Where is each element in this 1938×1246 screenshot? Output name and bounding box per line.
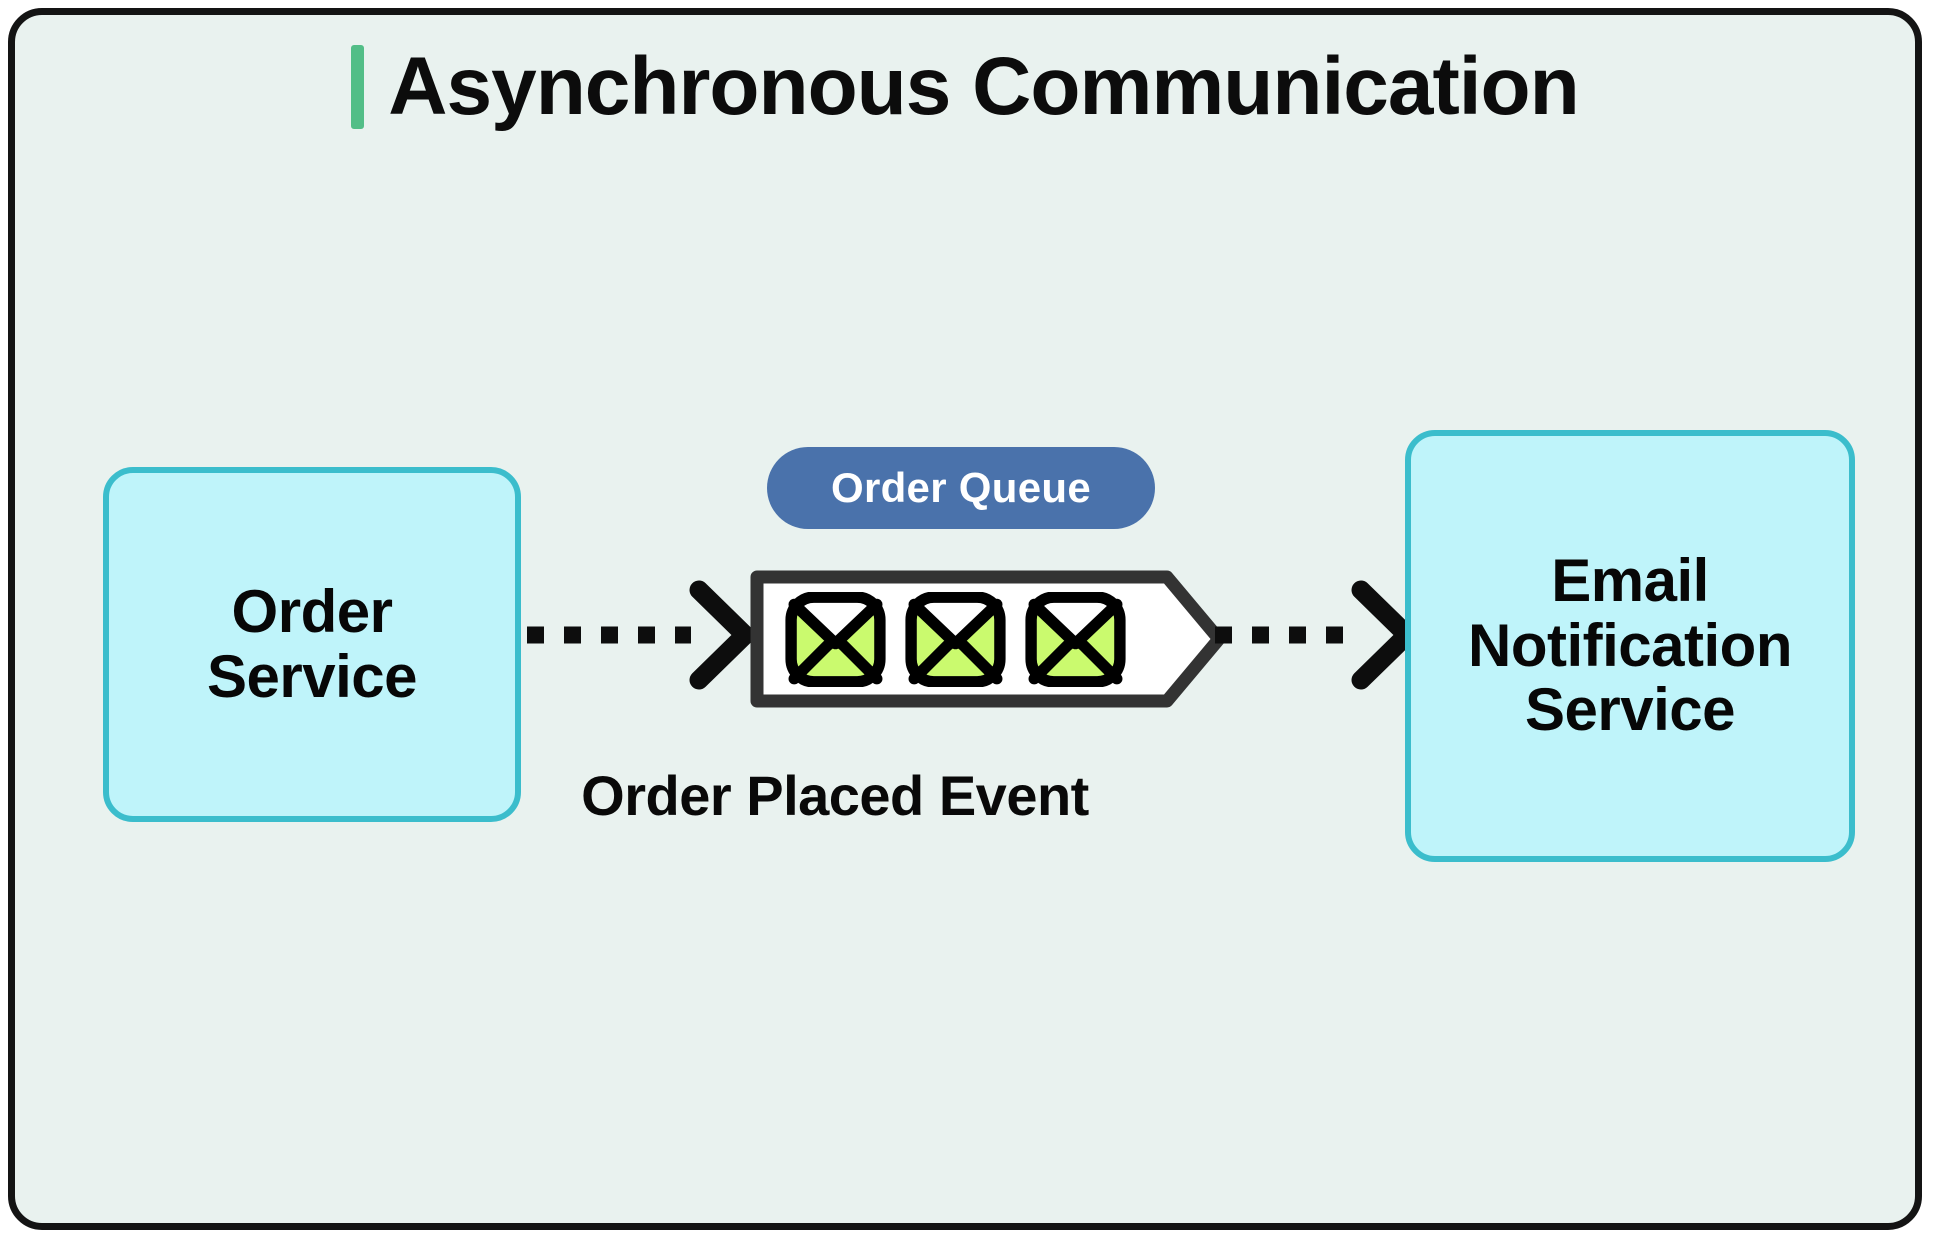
event-caption: Order Placed Event (581, 764, 1089, 827)
queue-badge-label: Order Queue (830, 464, 1092, 511)
node-order-service[interactable]: Order Service (103, 467, 521, 822)
queue-badge[interactable]: Order Queue (767, 447, 1155, 529)
queue-container[interactable] (741, 563, 1227, 715)
title-accent-bar (351, 45, 365, 129)
diagram-title-text: Asynchronous Communication (388, 41, 1579, 132)
node-email-notification-service[interactable]: Email Notification Service (1405, 430, 1855, 862)
edge-producer-to-queue (527, 580, 759, 690)
edge-consumer-arrowhead-icon (1351, 580, 1421, 690)
envelope-icon (785, 591, 886, 687)
envelope-icon (905, 591, 1006, 687)
envelope-icon (1025, 591, 1126, 687)
edge-queue-to-consumer (1215, 580, 1421, 690)
node-order-service-label: Order Service (206, 577, 418, 710)
edge-producer-arrowhead-icon (689, 580, 759, 690)
queue-message-list (783, 581, 1179, 697)
diagram-card: Asynchronous Communication Order Service… (8, 8, 1922, 1230)
page-title: Asynchronous Communication (15, 45, 1915, 129)
node-email-notification-service-label: Email Notification Service (1468, 546, 1792, 744)
